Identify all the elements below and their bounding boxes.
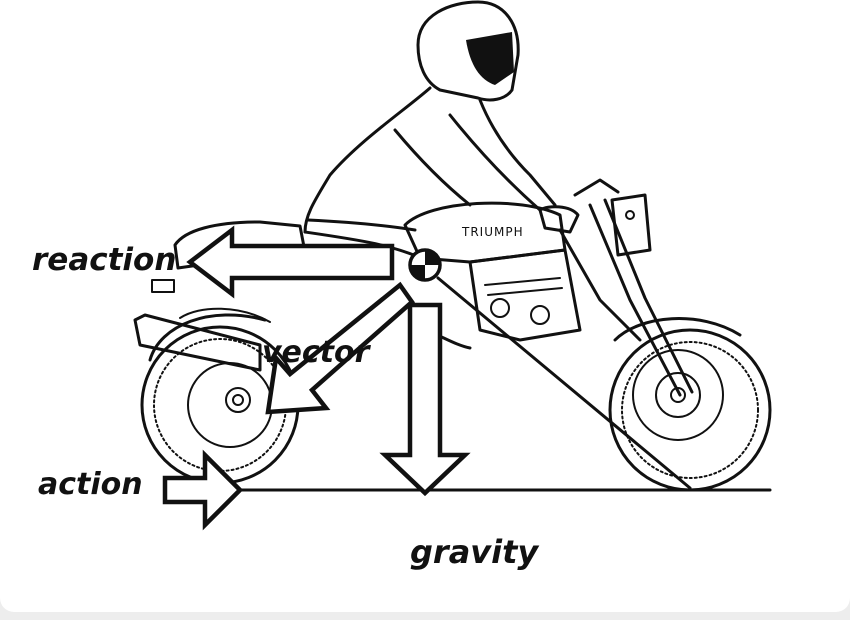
reaction-label: reaction bbox=[32, 242, 176, 278]
front-wheel bbox=[610, 330, 770, 490]
vector-label: vector bbox=[262, 335, 372, 370]
rider bbox=[305, 2, 578, 348]
center-of-gravity-icon bbox=[410, 250, 440, 280]
gravity-arrow bbox=[385, 305, 465, 493]
action-arrow bbox=[165, 455, 240, 525]
action-label: action bbox=[38, 467, 143, 502]
gravity-label: gravity bbox=[410, 533, 539, 571]
tank-brand-text: TRIUMPH bbox=[461, 225, 524, 239]
